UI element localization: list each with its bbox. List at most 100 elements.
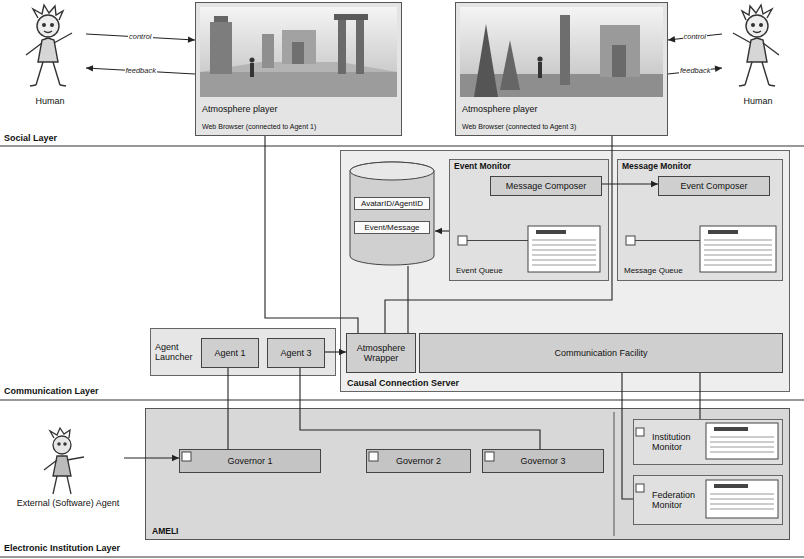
head [37, 15, 59, 37]
arm [44, 460, 57, 470]
arrow-head [715, 66, 722, 72]
virtual-world-scene [200, 7, 397, 97]
head [53, 436, 71, 454]
database-cylinder: AvatarID/AgentIDEvent/Message [349, 161, 435, 266]
connector-line [699, 373, 700, 419]
connector-group [668, 34, 722, 42]
window-caption: Web Browser (connected to Agent 3) [462, 123, 576, 131]
component-box: Agent 3 [267, 338, 325, 368]
scene-avatar [538, 62, 542, 78]
queue-lines [704, 240, 772, 265]
scene-door [612, 45, 626, 77]
queue-lines [710, 437, 774, 452]
layer-label: Communication Layer [4, 386, 99, 396]
layer-label: Social Layer [4, 133, 57, 143]
component-box: Message Composer [490, 176, 602, 196]
arrow-head [172, 455, 179, 461]
arrow-head [339, 349, 346, 355]
port-wire [467, 240, 528, 241]
layer-label: Electronic Institution Layer [4, 543, 120, 553]
eye [64, 443, 66, 445]
connector-group [228, 368, 229, 449]
queue-label: Message Queue [624, 266, 683, 275]
scene-tree [474, 24, 498, 97]
foot [60, 85, 66, 86]
figure-caption: Human [16, 96, 84, 106]
queue-header [714, 484, 748, 488]
connector-group [700, 373, 701, 419]
scene-tree [500, 40, 520, 90]
window-caption: Web Browser (connected to Agent 1) [202, 123, 316, 131]
node-text: Institution Monitor [652, 432, 706, 453]
scene-lintel [334, 14, 368, 20]
connector-line [385, 136, 612, 333]
launcher-box: Agent 1 Agent 3 Agent Launcher [150, 328, 336, 376]
connector-group [385, 136, 612, 333]
queue-box [706, 480, 778, 518]
component-box: Event Composer [658, 176, 770, 196]
scene-avatar [250, 58, 255, 63]
edge-label: feedback [679, 67, 711, 75]
mouth [44, 31, 52, 33]
scene-avatar [537, 56, 542, 61]
queue-lines [532, 240, 596, 265]
institution-box: Governor 1Governor 2Governor 3Institutio… [145, 408, 790, 540]
connector-line [124, 457, 179, 458]
scene-building [282, 30, 316, 64]
window-title: Atmosphere player [462, 104, 538, 114]
scene-building [214, 16, 228, 22]
queue-box [700, 226, 776, 272]
port-square [636, 484, 644, 492]
eye [43, 24, 46, 27]
connector-group [602, 181, 658, 187]
arrow-head [188, 36, 195, 42]
scene-column [262, 34, 274, 68]
arrow-head [651, 181, 658, 187]
table-row: AvatarID/AgentID [354, 197, 430, 210]
port-square [485, 452, 494, 461]
port-square [182, 452, 191, 461]
scene-column [338, 18, 346, 74]
governor-box: Governor 3 [482, 449, 604, 473]
connector-group [265, 136, 358, 333]
port-square [626, 236, 635, 245]
scene-door [292, 42, 304, 64]
edge-label: control [683, 33, 708, 41]
virtual-world-scene [460, 7, 663, 97]
port-wire [635, 240, 700, 241]
connector-line [265, 136, 358, 333]
connector-group [300, 368, 540, 449]
component-box: Atmosphere Wrapper [346, 333, 416, 373]
edge-label: control [128, 33, 153, 41]
layer-line [0, 399, 804, 400]
queue-decoration [182, 226, 778, 518]
torso [38, 38, 58, 62]
queue-label: Event Queue [456, 266, 503, 275]
node-text: Event Composer [661, 181, 767, 191]
queue-header [714, 427, 748, 431]
scene-building [210, 22, 232, 74]
connector-group [408, 266, 409, 333]
database-body [350, 162, 434, 265]
figure-caption: External (Software) Agent [14, 498, 122, 508]
connector-group [622, 373, 633, 499]
edge-label: feedback [125, 67, 157, 75]
layer-line [0, 556, 804, 557]
node-text: Agent 3 [270, 348, 322, 358]
arm [26, 43, 42, 55]
node-text: Atmosphere Wrapper [349, 343, 413, 364]
component-box: Communication Facility [419, 333, 783, 373]
box-title: Agent Launcher [155, 342, 197, 363]
box-title: Message Monitor [622, 162, 691, 172]
human-figure [26, 5, 72, 86]
institution-separator [614, 412, 615, 536]
node-text: Governor 1 [182, 456, 318, 466]
connector-line [602, 183, 658, 184]
eye [51, 24, 54, 27]
queue-box [706, 423, 778, 459]
connector-group [325, 349, 346, 355]
node-text: Agent 1 [204, 348, 256, 358]
eye [58, 443, 60, 445]
leg [53, 62, 60, 85]
